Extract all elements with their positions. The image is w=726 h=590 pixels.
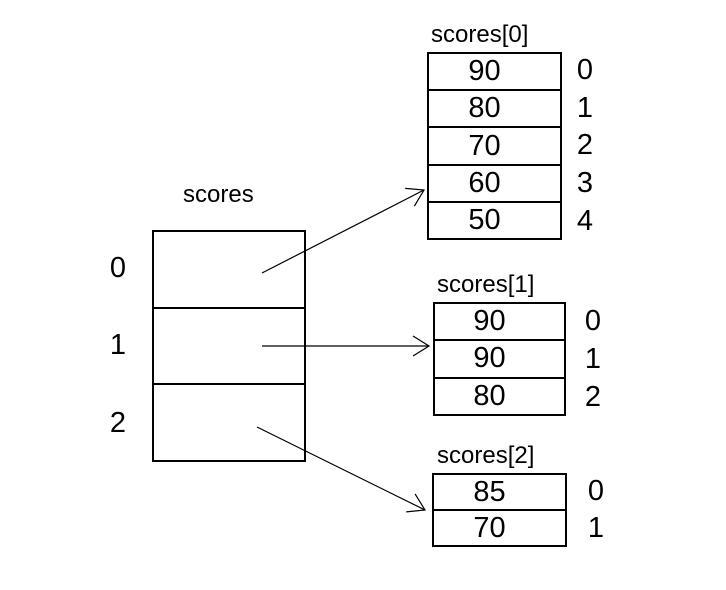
scores0-index-4: 4 [576, 204, 594, 237]
scores1-index-2: 2 [584, 380, 602, 413]
main-array-index-0: 0 [109, 252, 127, 285]
scores0-index-2: 2 [576, 129, 594, 162]
scores0-value-4: 50 [468, 203, 501, 236]
scores2-value-1: 70 [473, 511, 506, 544]
scores0-index-0: 0 [576, 54, 594, 87]
main-array-index-2: 2 [109, 406, 127, 439]
scores0-index-column: 0 1 2 3 4 [572, 52, 598, 240]
scores2-index-0: 0 [587, 475, 605, 507]
main-array-box [152, 230, 306, 462]
scores2-table: 85 70 [432, 473, 567, 547]
scores0-value-2: 70 [429, 128, 560, 166]
scores1-value-2: 80 [473, 379, 506, 412]
main-array-cell-0 [154, 232, 304, 309]
scores2-index-column: 0 1 [583, 473, 609, 547]
scores1-value-1: 90 [435, 341, 564, 379]
scores1-value-0: 90 [435, 304, 564, 342]
scores2-value-0: 85 [434, 475, 565, 511]
scores1-title: scores[1] [437, 271, 535, 298]
scores2-index-1: 1 [587, 512, 605, 544]
scores0-table: 90 80 70 60 50 [427, 52, 562, 240]
scores1-table: 90 90 80 [433, 302, 566, 416]
scores0-index-1: 1 [576, 91, 594, 124]
main-array-title: scores [183, 181, 254, 208]
scores0-value-1: 80 [429, 91, 560, 129]
main-array-index-1: 1 [109, 329, 127, 362]
scores1-index-1: 1 [584, 342, 602, 375]
scores0-value-3: 60 [429, 166, 560, 203]
scores1-index-column: 0 1 2 [580, 302, 606, 416]
scores0-title: scores[0] [431, 21, 529, 48]
scores0-index-3: 3 [576, 167, 594, 200]
scores0-value-0: 90 [429, 54, 560, 92]
main-array-cell-1 [154, 309, 304, 386]
main-array-cell-2 [154, 385, 304, 460]
scores2-title: scores[2] [437, 442, 535, 469]
scores1-index-0: 0 [584, 304, 602, 337]
main-array-index-column: 0 1 2 [100, 230, 136, 462]
